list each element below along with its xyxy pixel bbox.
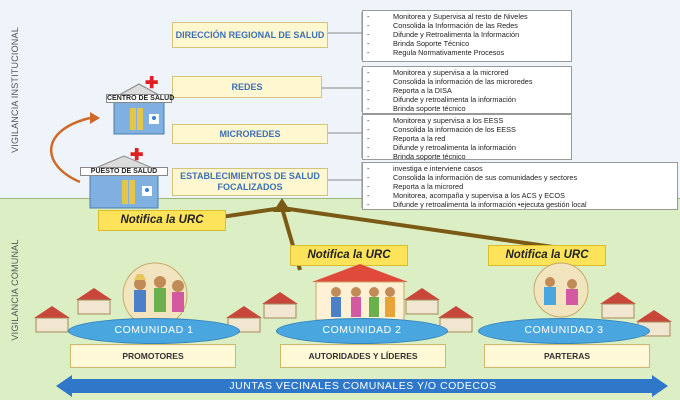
house-icon xyxy=(34,306,70,333)
level-box-microredes: MICROREDES xyxy=(172,124,328,144)
task-item: Consolida la información de sus comunida… xyxy=(367,174,673,183)
task-item: investiga e interviene casos xyxy=(367,165,673,174)
tasks-redes: Monitorea y supervisa a la microred Cons… xyxy=(362,66,572,114)
task-item: Monitorea y Supervisa al resto de Nivele… xyxy=(367,13,567,22)
house-icon xyxy=(600,292,636,319)
task-item: Monitorea, acompaña y supervisa a los AC… xyxy=(367,192,673,201)
tasks-establecimientos: investiga e interviene casos Consolida l… xyxy=(362,162,678,210)
escalation-arrow xyxy=(50,116,91,184)
house-icon xyxy=(438,306,474,333)
actor-box-1: PROMOTORES xyxy=(70,344,236,368)
actor-box-3: PARTERAS xyxy=(484,344,650,368)
task-item: Difunde y retroalimenta la información xyxy=(367,144,567,153)
task-item: Consolida la Información de las Redes xyxy=(367,22,567,31)
centro-de-salud-building: ✚ CENTRO DE SALUD xyxy=(106,75,175,136)
community-illustration-2 xyxy=(312,262,408,322)
puesto-label: PUESTO DE SALUD xyxy=(80,167,168,176)
puesto-de-salud-building: ✚ PUESTO DE SALUD xyxy=(80,147,168,210)
task-item: Brinda soporte técnico xyxy=(367,105,567,114)
community-3: COMUNIDAD 3 xyxy=(478,318,650,344)
task-item: Difunde y Retroalimenta la Información xyxy=(367,31,567,40)
house-icon xyxy=(76,288,112,315)
notify-label-2: Notifica la URC xyxy=(290,245,408,266)
task-item: Brinda Soporte Técnico xyxy=(367,40,567,49)
task-item: Monitorea y supervisa a los EESS xyxy=(367,117,567,126)
juntas-bar-label: JUNTAS VECINALES COMUNALES Y/O CODECOS xyxy=(229,380,497,392)
notify-label-1: Notifica la URC xyxy=(98,210,226,231)
tasks-microredes: Monitorea y supervisa a los EESS Consoli… xyxy=(362,114,572,162)
task-item: Regula Normativamente Procesos xyxy=(367,49,567,58)
task-item: Brinda soporte técnico xyxy=(367,153,567,162)
cross-icon: ✚ xyxy=(130,147,144,164)
task-item: Consolida la información de los EESS xyxy=(367,126,567,135)
cross-icon: ✚ xyxy=(145,75,159,92)
community-2: COMUNIDAD 2 xyxy=(276,318,448,344)
community-illustration-3 xyxy=(520,262,602,318)
house-icon xyxy=(404,288,440,315)
centro-label: CENTRO DE SALUD xyxy=(106,94,175,103)
task-item: Difunde y retroalimenta la información xyxy=(367,96,567,105)
task-item: Reporta a la microred xyxy=(367,183,673,192)
level-box-direccion-regional: DIRECCIÓN REGIONAL DE SALUD xyxy=(172,22,328,48)
task-item: Reporta a la red xyxy=(367,135,567,144)
community-1: COMUNIDAD 1 xyxy=(68,318,240,344)
task-item: Monitorea y supervisa a la microred xyxy=(367,69,567,78)
level-box-establecimientos: ESTABLECIMIENTOS DE SALUD FOCALIZADOS xyxy=(172,168,328,196)
actor-box-2: AUTORIDADES Y LÍDERES xyxy=(280,344,446,368)
task-item: Consolida la información de las microred… xyxy=(367,78,567,87)
notify-label-3: Notifica la URC xyxy=(488,245,606,266)
house-icon xyxy=(262,292,298,319)
task-item: Reporta a la DISA xyxy=(367,87,567,96)
notify-arrowhead xyxy=(273,198,291,212)
community-illustration-1 xyxy=(108,262,202,328)
task-item: Difunde y retroalimenta la información •… xyxy=(367,201,673,210)
tasks-direccion-regional: Monitorea y Supervisa al resto de Nivele… xyxy=(362,10,572,62)
juntas-bar-arrow xyxy=(56,375,668,397)
level-box-redes: REDES xyxy=(172,76,322,98)
notify-arrow-3 xyxy=(281,206,561,250)
